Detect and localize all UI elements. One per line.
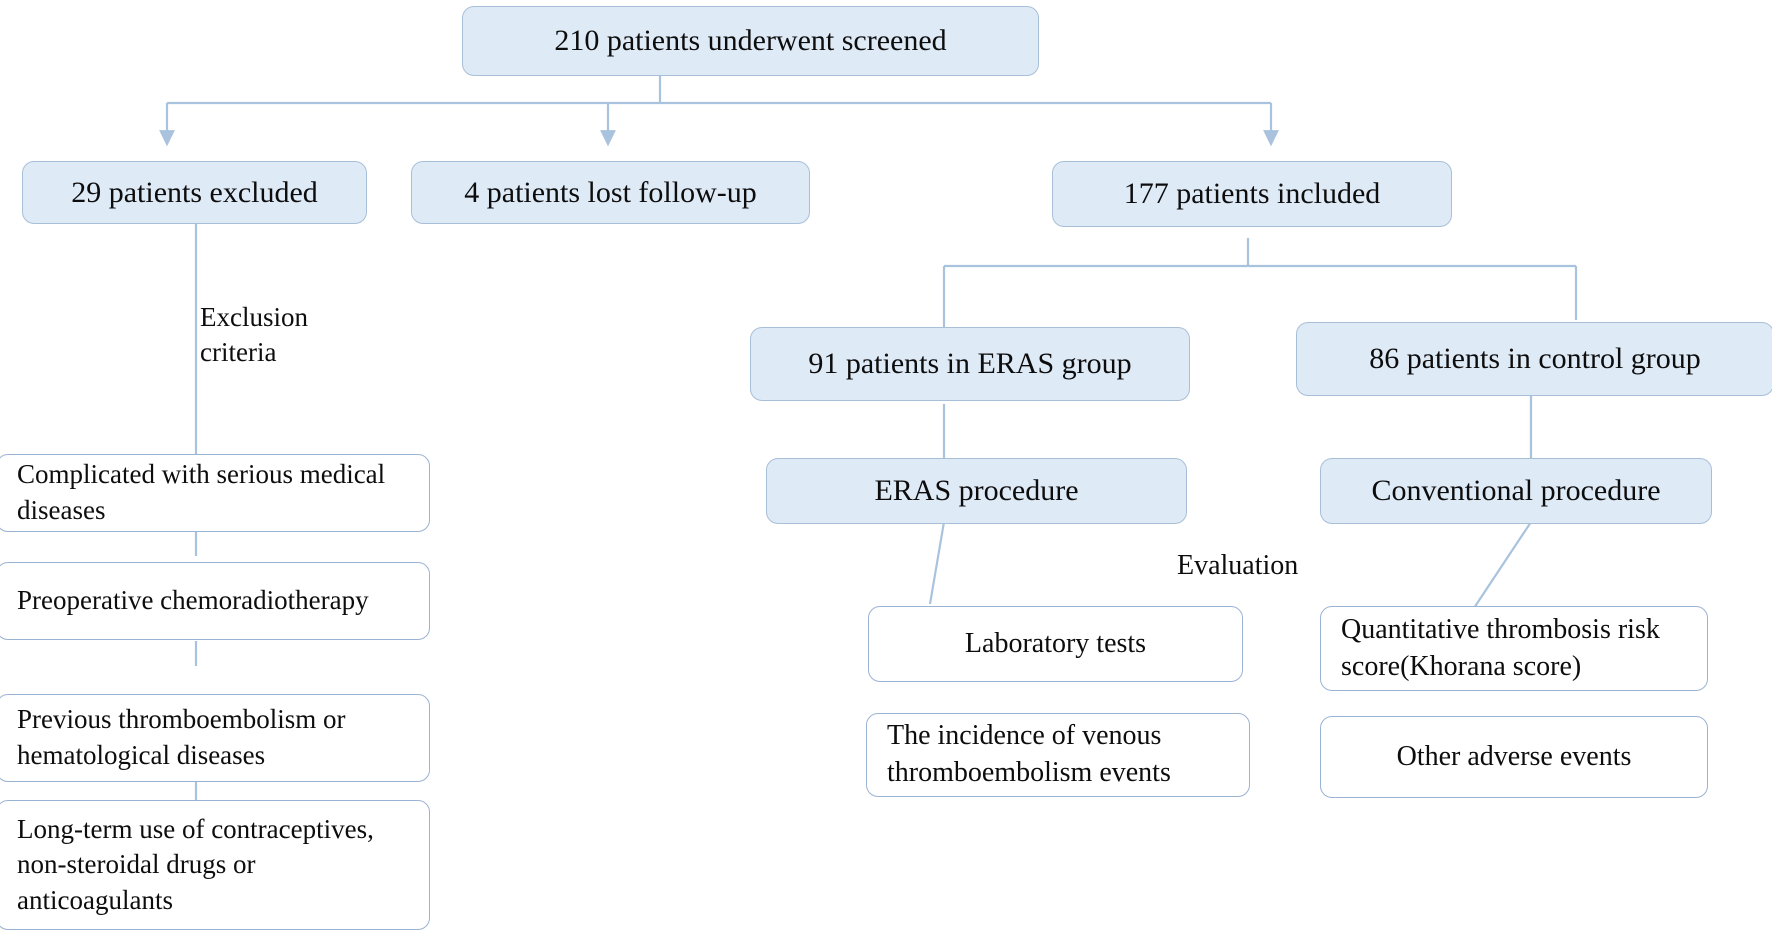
node-khorana-score-label: Quantitative thrombosis risk score(Khora… — [1341, 613, 1660, 682]
label-evaluation: Evaluation — [1177, 550, 1299, 581]
node-vte-incidence-label: The incidence of venous thromboembolism … — [887, 720, 1171, 788]
node-screened-label: 210 patients underwent screened — [554, 24, 947, 58]
node-other-adverse-events-label: Other adverse events — [1396, 740, 1632, 772]
node-eras-group: 91 patients in ERAS group — [750, 327, 1190, 401]
node-lost-followup-label: 4 patients lost follow-up — [464, 175, 757, 209]
node-exclusion-3-label: Previous thromboembolism or hematologica… — [17, 704, 346, 770]
node-screened: 210 patients underwent screened — [462, 6, 1039, 76]
node-exclusion-2-label: Preoperative chemoradiotherapy — [17, 585, 369, 616]
node-eras-procedure: ERAS procedure — [766, 458, 1187, 524]
label-exclusion-criteria: Exclusion criteria — [200, 302, 308, 368]
node-included-label: 177 patients included — [1123, 177, 1381, 211]
node-exclusion-3: Previous thromboembolism or hematologica… — [0, 694, 430, 782]
node-khorana-score: Quantitative thrombosis risk score(Khora… — [1320, 606, 1708, 691]
node-exclusion-1-label: Complicated with serious medical disease… — [17, 459, 386, 525]
node-exclusion-4-label: Long-term use of contraceptives, non-ste… — [17, 813, 374, 915]
node-exclusion-1: Complicated with serious medical disease… — [0, 454, 430, 532]
node-lab-tests: Laboratory tests — [868, 606, 1243, 682]
node-lab-tests-label: Laboratory tests — [964, 627, 1147, 659]
node-lost-followup: 4 patients lost follow-up — [411, 161, 810, 224]
node-eras-procedure-label: ERAS procedure — [874, 474, 1079, 508]
node-vte-incidence: The incidence of venous thromboembolism … — [866, 713, 1250, 797]
node-control-group: 86 patients in control group — [1296, 322, 1772, 396]
node-excluded: 29 patients excluded — [22, 161, 367, 224]
node-exclusion-2: Preoperative chemoradiotherapy — [0, 562, 430, 640]
node-included: 177 patients included — [1052, 161, 1452, 227]
node-conventional-procedure: Conventional procedure — [1320, 458, 1712, 524]
node-excluded-label: 29 patients excluded — [71, 175, 318, 209]
node-other-adverse-events: Other adverse events — [1320, 716, 1708, 798]
node-exclusion-4: Long-term use of contraceptives, non-ste… — [0, 800, 430, 930]
node-control-group-label: 86 patients in control group — [1369, 342, 1701, 376]
node-conventional-procedure-label: Conventional procedure — [1371, 474, 1661, 508]
node-eras-group-label: 91 patients in ERAS group — [808, 347, 1132, 381]
